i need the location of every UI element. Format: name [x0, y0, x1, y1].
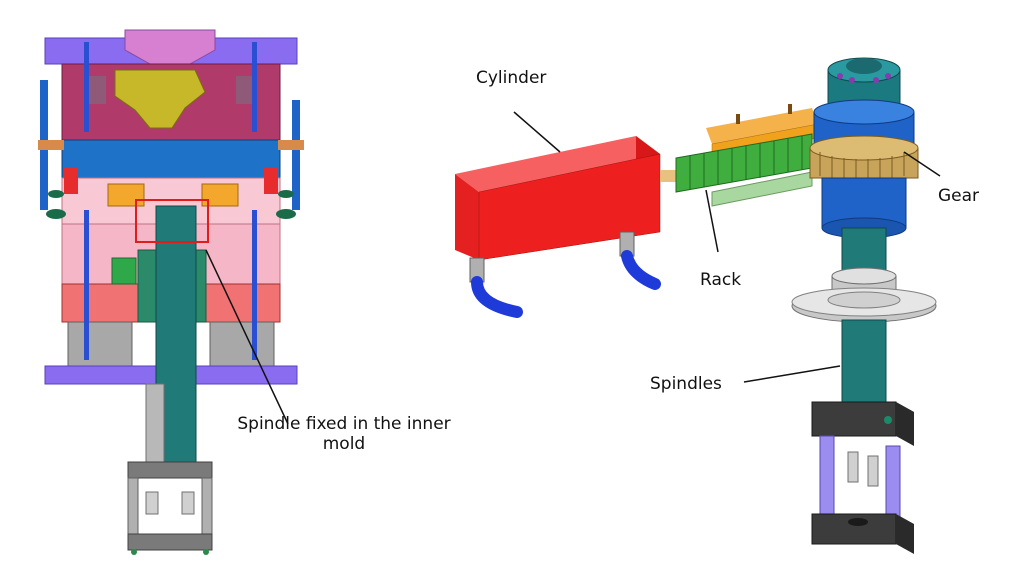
spindles-label: Spindles — [650, 374, 722, 394]
gear-label: Gear — [938, 186, 980, 206]
gear-leader-line — [903, 151, 941, 177]
rack-gear-assembly — [455, 57, 937, 554]
cylinder-label: Cylinder — [476, 68, 547, 88]
spindle-fixed-label: Spindle fixed in the inner mold — [226, 414, 462, 454]
mold-cross-section — [38, 29, 304, 555]
cylinder-leader-line — [513, 111, 561, 153]
spindle-fixed-label-line2: mold — [322, 434, 366, 454]
spindles-leader-line — [743, 365, 841, 383]
rack-label: Rack — [700, 270, 742, 290]
rack-leader-line — [705, 189, 719, 253]
spindle-fixed-leader-line — [205, 249, 289, 425]
spindle-fixed-label-line1: Spindle fixed in the inner — [237, 414, 451, 434]
